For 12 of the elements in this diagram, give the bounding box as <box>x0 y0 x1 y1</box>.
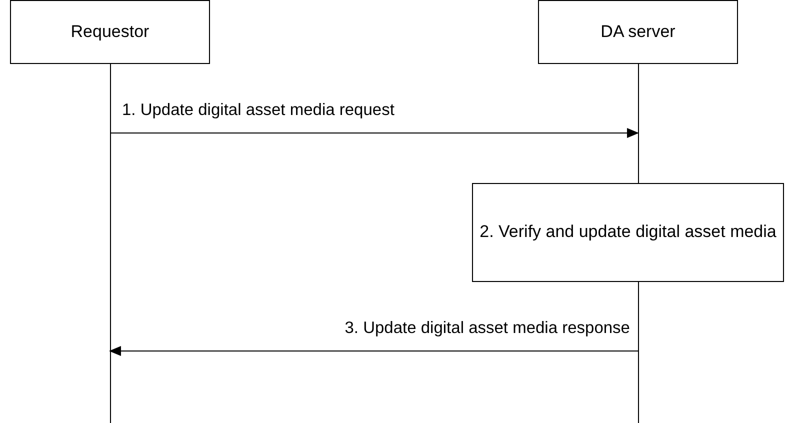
message-arrow <box>110 128 639 138</box>
participant-box <box>538 0 738 64</box>
lifeline <box>110 64 111 423</box>
participant-box <box>472 183 784 282</box>
lifeline <box>638 64 639 423</box>
box-label: Requestor <box>70 20 150 43</box>
box-label: DA server <box>600 20 676 43</box>
box-label: 2. Verify and update digital asset media <box>480 221 776 244</box>
message-arrow <box>109 346 638 356</box>
edge-label: 1. Update digital asset media request <box>122 101 394 120</box>
participant-box <box>10 0 210 64</box>
edge-label: 3. Update digital asset media response <box>344 319 630 338</box>
